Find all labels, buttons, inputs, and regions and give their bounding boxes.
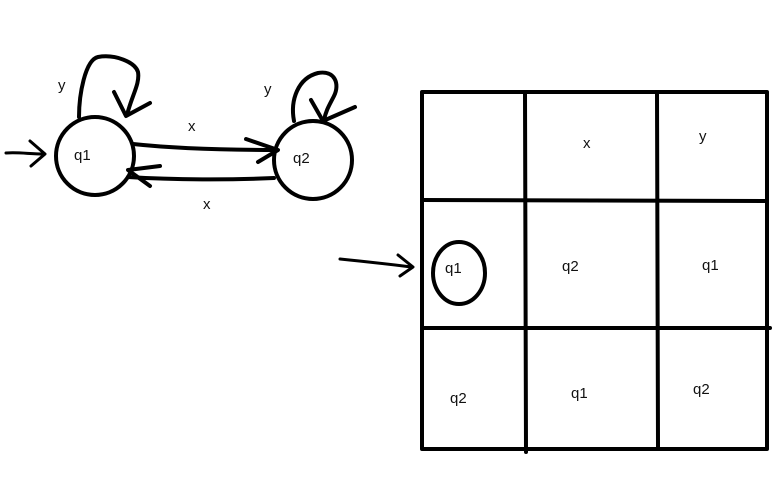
table-start-arrow xyxy=(338,253,415,278)
transition-q1-q2 xyxy=(131,137,280,164)
table-row-q1-x: q2 xyxy=(562,258,579,275)
table-row-q2-x: q1 xyxy=(571,385,588,402)
table-header-input-y: y xyxy=(699,128,707,145)
table-header-input-x: x xyxy=(583,135,591,152)
table-row-q1-y: q1 xyxy=(702,257,719,274)
table-row-q1-state: q1 xyxy=(445,260,462,277)
start-arrow-q1 xyxy=(4,139,47,168)
state-q1: q1 xyxy=(54,115,136,197)
state-q1-label: q1 xyxy=(74,147,91,164)
self-loop-q1 xyxy=(77,54,152,119)
self-loop-q2 xyxy=(291,70,357,123)
table-row-q2-state: q2 xyxy=(450,390,467,407)
state-diagram: q1 q2 y y x x xyxy=(4,54,357,213)
state-q2: q2 xyxy=(272,119,354,201)
table-row-q2-y: q2 xyxy=(693,381,710,398)
accepting-state-circle xyxy=(431,240,487,306)
state-q2-label: q2 xyxy=(293,150,310,167)
transition-q2-q1 xyxy=(126,164,276,188)
transition-q2-q1-label: x xyxy=(203,196,211,213)
transition-q1-q2-label: x xyxy=(188,118,196,135)
self-loop-q1-label: y xyxy=(58,77,66,94)
self-loop-q2-label: y xyxy=(264,81,272,98)
transition-table: x y q1 q2 q1 q2 q1 q2 xyxy=(338,90,772,454)
